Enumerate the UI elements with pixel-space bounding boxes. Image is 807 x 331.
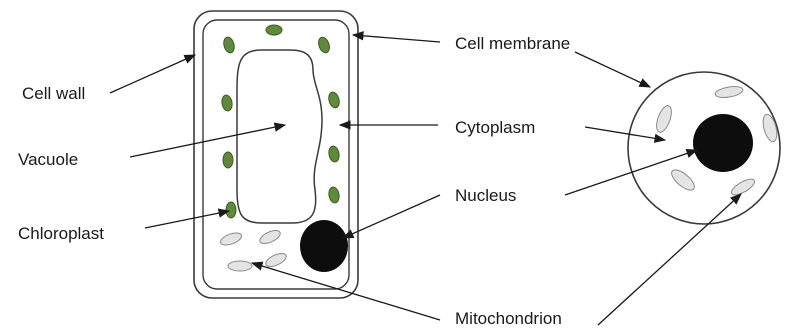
chloroplast [222,36,236,54]
mitochondrion [654,104,675,134]
arrow-mitochondrion-animal [598,194,741,325]
chloroplast [328,145,341,162]
arrow-vacuole [130,125,285,157]
mitochondrion [714,85,743,100]
animal-cell [628,72,780,224]
plant-nucleus [300,220,348,272]
chloroplast [317,36,332,54]
label-nucleus: Nucleus [455,186,516,206]
mitochondrion [264,251,288,269]
label-cell-membrane: Cell membrane [455,34,570,54]
mitochondrion [761,113,780,143]
arrow-mitochondrion-plant [252,263,440,320]
arrow-chloroplast [145,211,229,228]
label-mitochondrion: Mitochondrion [455,309,562,329]
label-vacuole: Vacuole [18,150,78,170]
arrow-cell-membrane-plant [353,35,440,42]
label-cytoplasm: Cytoplasm [455,118,535,138]
chloroplast [327,91,341,109]
chloroplast [223,152,233,168]
mitochondrion [668,166,697,193]
chloroplast [226,202,236,218]
vacuole-shape [237,50,322,223]
animal-nucleus [693,114,753,172]
label-cell-wall: Cell wall [22,84,85,104]
label-chloroplast: Chloroplast [18,224,104,244]
mitochondrion [228,261,252,271]
mitochondrion [219,231,243,248]
chloroplast [328,186,341,203]
chloroplast [266,25,282,35]
arrow-cytoplasm-animal [585,127,665,140]
arrow-cell-membrane-animal [575,52,650,87]
chloroplast [221,94,234,111]
mitochondrion [729,176,757,198]
plant-cell [194,11,358,298]
arrow-cell-wall [110,55,195,93]
mitochondrion [258,228,282,246]
